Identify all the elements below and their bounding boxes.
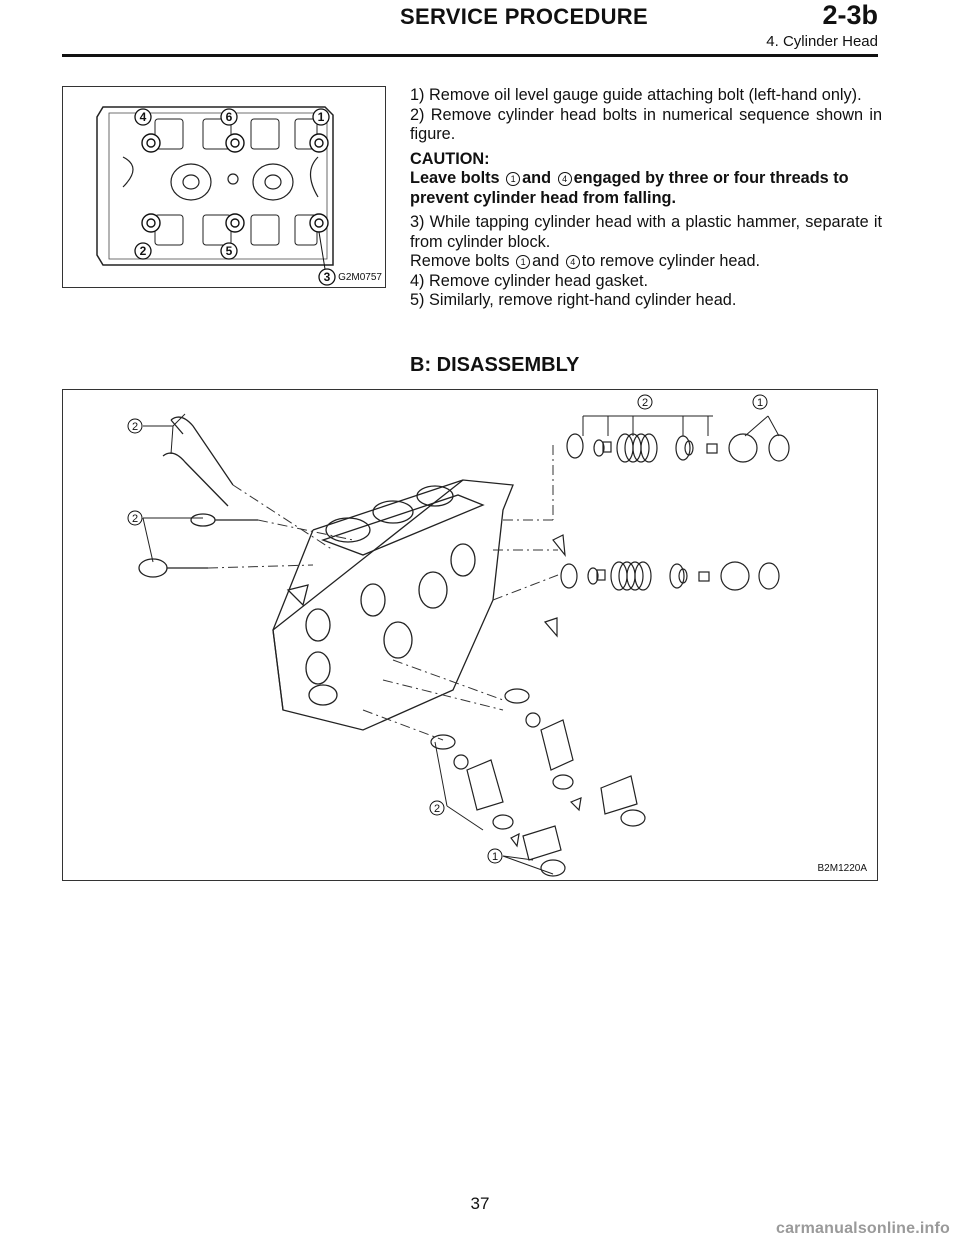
bolt-ref-1: 1 [506,172,521,186]
bolt-ref-1: 1 [516,255,531,269]
page-number: 37 [470,1194,490,1213]
section-number: 2-3b [822,0,878,30]
callout-2: 2 [132,513,138,525]
bolt-label-4: 4 [140,110,147,124]
step-5: 5) Similarly, remove right-hand cylinder… [410,291,737,309]
procedure-text: 1) Remove oil level gauge guide attachin… [410,86,882,311]
step-2: 2) Remove cylinder head bolts in numeric… [410,105,882,144]
callout-2: 2 [434,803,440,815]
bolt-label-6: 6 [226,110,233,124]
step-4: 4) Remove cylinder head gasket. [410,271,649,290]
step-1: 1) Remove oil level gauge guide attachin… [410,86,862,104]
bolt-label-1: 1 [318,110,325,124]
bolt-ref-4: 4 [557,172,572,186]
section-subtitle: 4. Cylinder Head [766,33,878,50]
callout-1: 1 [492,851,498,863]
disassembly-figure: 2 2 2 1 2 1 B2M1220A [62,389,878,881]
header-rule [62,54,878,57]
watermark: carmanualsonline.info [775,1220,950,1237]
bolt-ref-4: 4 [565,255,580,269]
figure-code: G2M0757 [338,272,382,283]
bolt-sequence-figure: 4 6 1 2 5 3 G2M0757 [62,86,386,288]
figure-code: B2M1220A [817,863,867,874]
bolt-label-2: 2 [140,244,147,258]
step-3: 3) While tapping cylinder head with a pl… [410,213,882,251]
caution-title: CAUTION: [410,149,490,168]
callout-1: 1 [757,397,763,409]
bolt-label-5: 5 [226,244,233,258]
disassembly-illustration: 2 2 2 1 2 1 [127,394,790,877]
section-heading: B: DISASSEMBLY [410,354,580,376]
callout-2: 2 [132,421,138,433]
bolt-sequence-illustration: 4 6 1 2 5 3 [96,106,336,286]
bolt-label-3: 3 [324,270,331,284]
callout-2: 2 [642,397,648,409]
page-header-title: SERVICE PROCEDURE [400,4,648,29]
